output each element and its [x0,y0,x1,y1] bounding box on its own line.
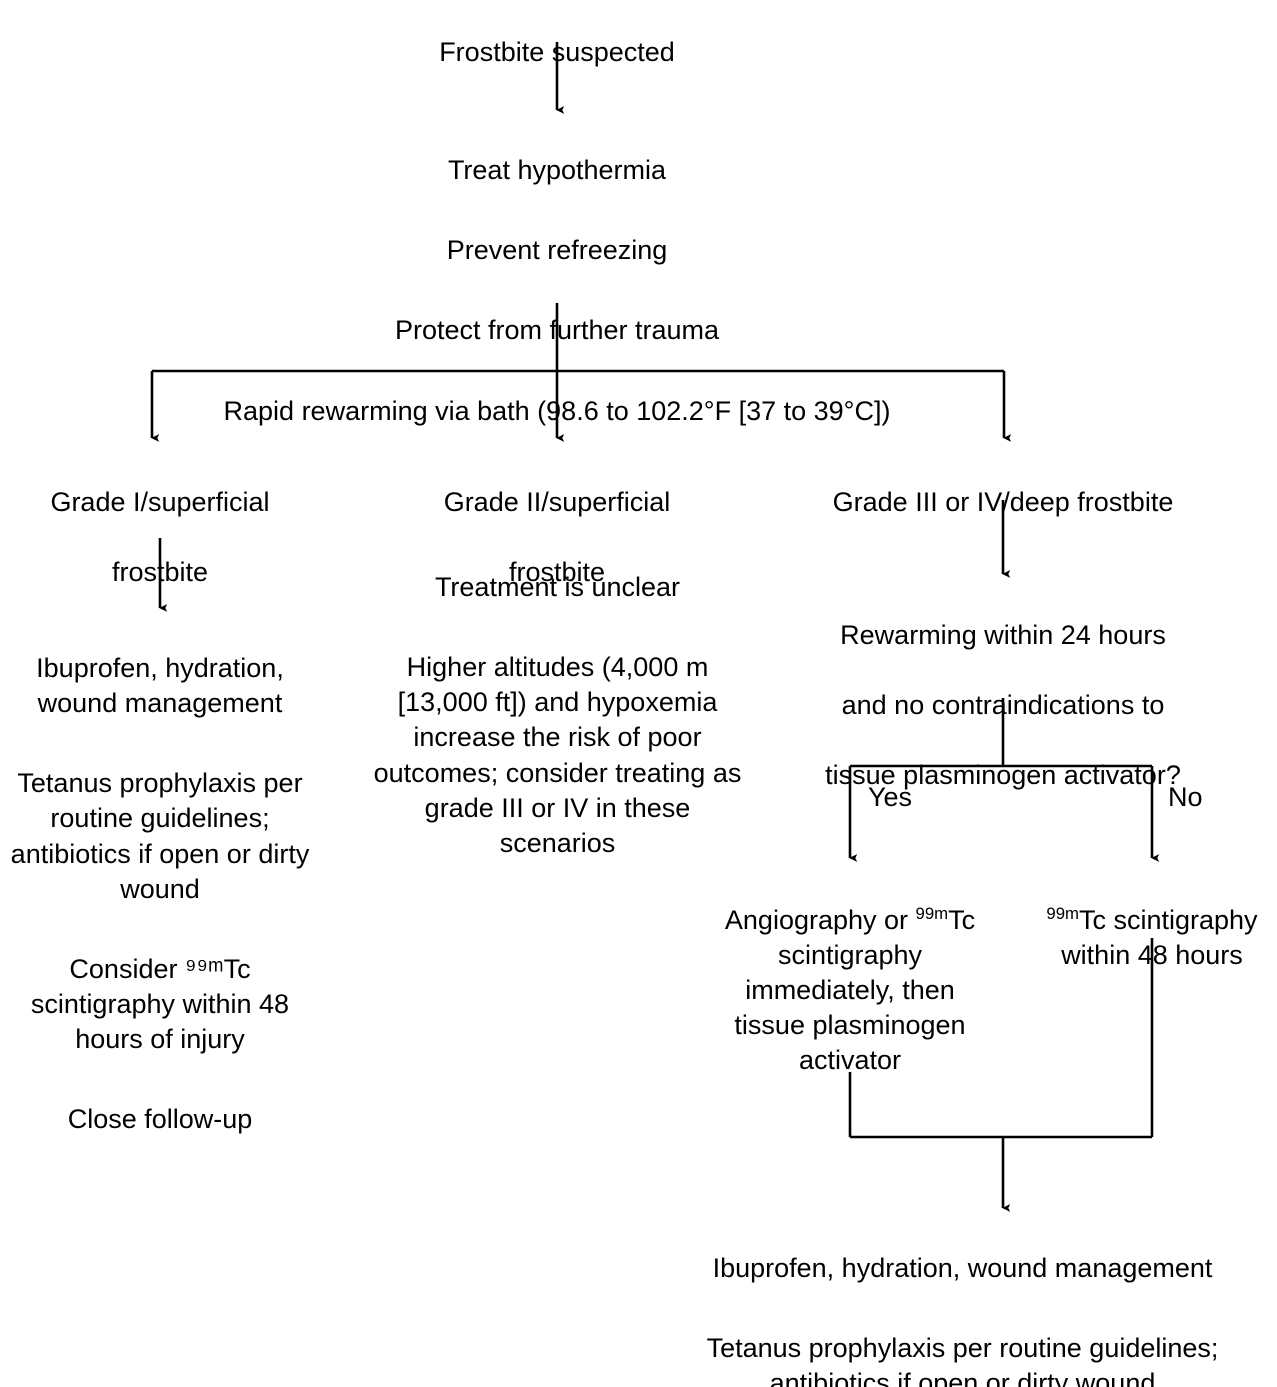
question-line-3: tissue plasminogen activator? [825,760,1181,791]
grade1-heading-line-2: frostbite [111,557,209,588]
node-frostbite-suspected: Frostbite suspected [357,0,757,105]
node-grade34-heading: Grade III or IV/deep frostbite [798,450,1208,555]
node-decision-question: Rewarming within 24 hours and no contrai… [790,583,1216,829]
node-grade2-treatment: Treatment is unclear Higher altitudes (4… [365,535,750,896]
node-initial-management: Treat hypothermia Prevent refreezing Pro… [157,118,957,464]
edge-label-yes: Yes [868,782,913,812]
yes-branch-superscript: 99m [915,904,949,924]
start-line-1: Frostbite suspected [439,37,675,68]
edge-label-no: No [1168,782,1203,812]
final-para-2: Tetanus prophylaxis per routine guidelin… [706,1333,1219,1387]
grade1-heading-line-1: Grade I/superficial [50,487,270,518]
final-para-1: Ibuprofen, hydration, wound management [712,1253,1213,1284]
initial-line-4: Rapid rewarming via bath (98.6 to 102.2°… [223,395,891,426]
no-branch-text: 99mTc scintigraphy within 48 hours [1022,903,1277,973]
grade2-heading-line-1: Grade II/superficial [443,487,671,518]
grade34-heading-line-1: Grade III or IV/deep frostbite [832,487,1174,518]
question-line-2: and no contraindications to [841,690,1165,721]
grade2-treatment-para-1: Treatment is unclear [434,572,681,603]
yes-branch-prefix: Angiography or [724,905,916,936]
grade1-treatment-para-2: Tetanus prophylaxis per routine guidelin… [10,768,310,904]
node-grade1-heading: Grade I/superficial frostbite [10,450,310,625]
yes-branch-suffix: Tc scintigraphy immediately, then tissue… [734,905,976,1076]
node-grade1-treatment: Ibuprofen, hydration, wound management T… [0,616,320,1172]
node-yes-branch-treatment: Angiography or 99mTc scintigraphy immedi… [723,868,977,1114]
initial-line-1: Treat hypothermia [447,155,667,186]
grade2-heading-line-2: frostbite [508,557,606,588]
node-no-branch-treatment: 99mTc scintigraphy within 48 hours [1022,868,1277,1008]
node-grade2-heading: Grade II/superficial frostbite [377,450,737,625]
question-line-1: Rewarming within 24 hours [840,620,1166,651]
node-final-management: Ibuprofen, hydration, wound management T… [648,1216,1277,1387]
grade1-treatment-para-1: Ibuprofen, hydration, wound management [36,653,284,719]
initial-line-3: Protect from further trauma [394,315,720,346]
yes-branch-text: Angiography or 99mTc scintigraphy immedi… [723,903,977,1078]
no-branch-suffix: Tc scintigraphy within 48 hours [1061,905,1258,971]
grade1-treatment-para-3: Consider ⁹⁹ᵐTc scintigraphy within 48 ho… [30,953,290,1055]
grade2-treatment-para-2: Higher altitudes (4,000 m [13,000 ft]) a… [373,652,742,858]
initial-line-2: Prevent refreezing [446,235,668,266]
no-branch-superscript: 99m [1046,904,1079,924]
grade1-treatment-para-4: Close follow-up [67,1104,253,1135]
